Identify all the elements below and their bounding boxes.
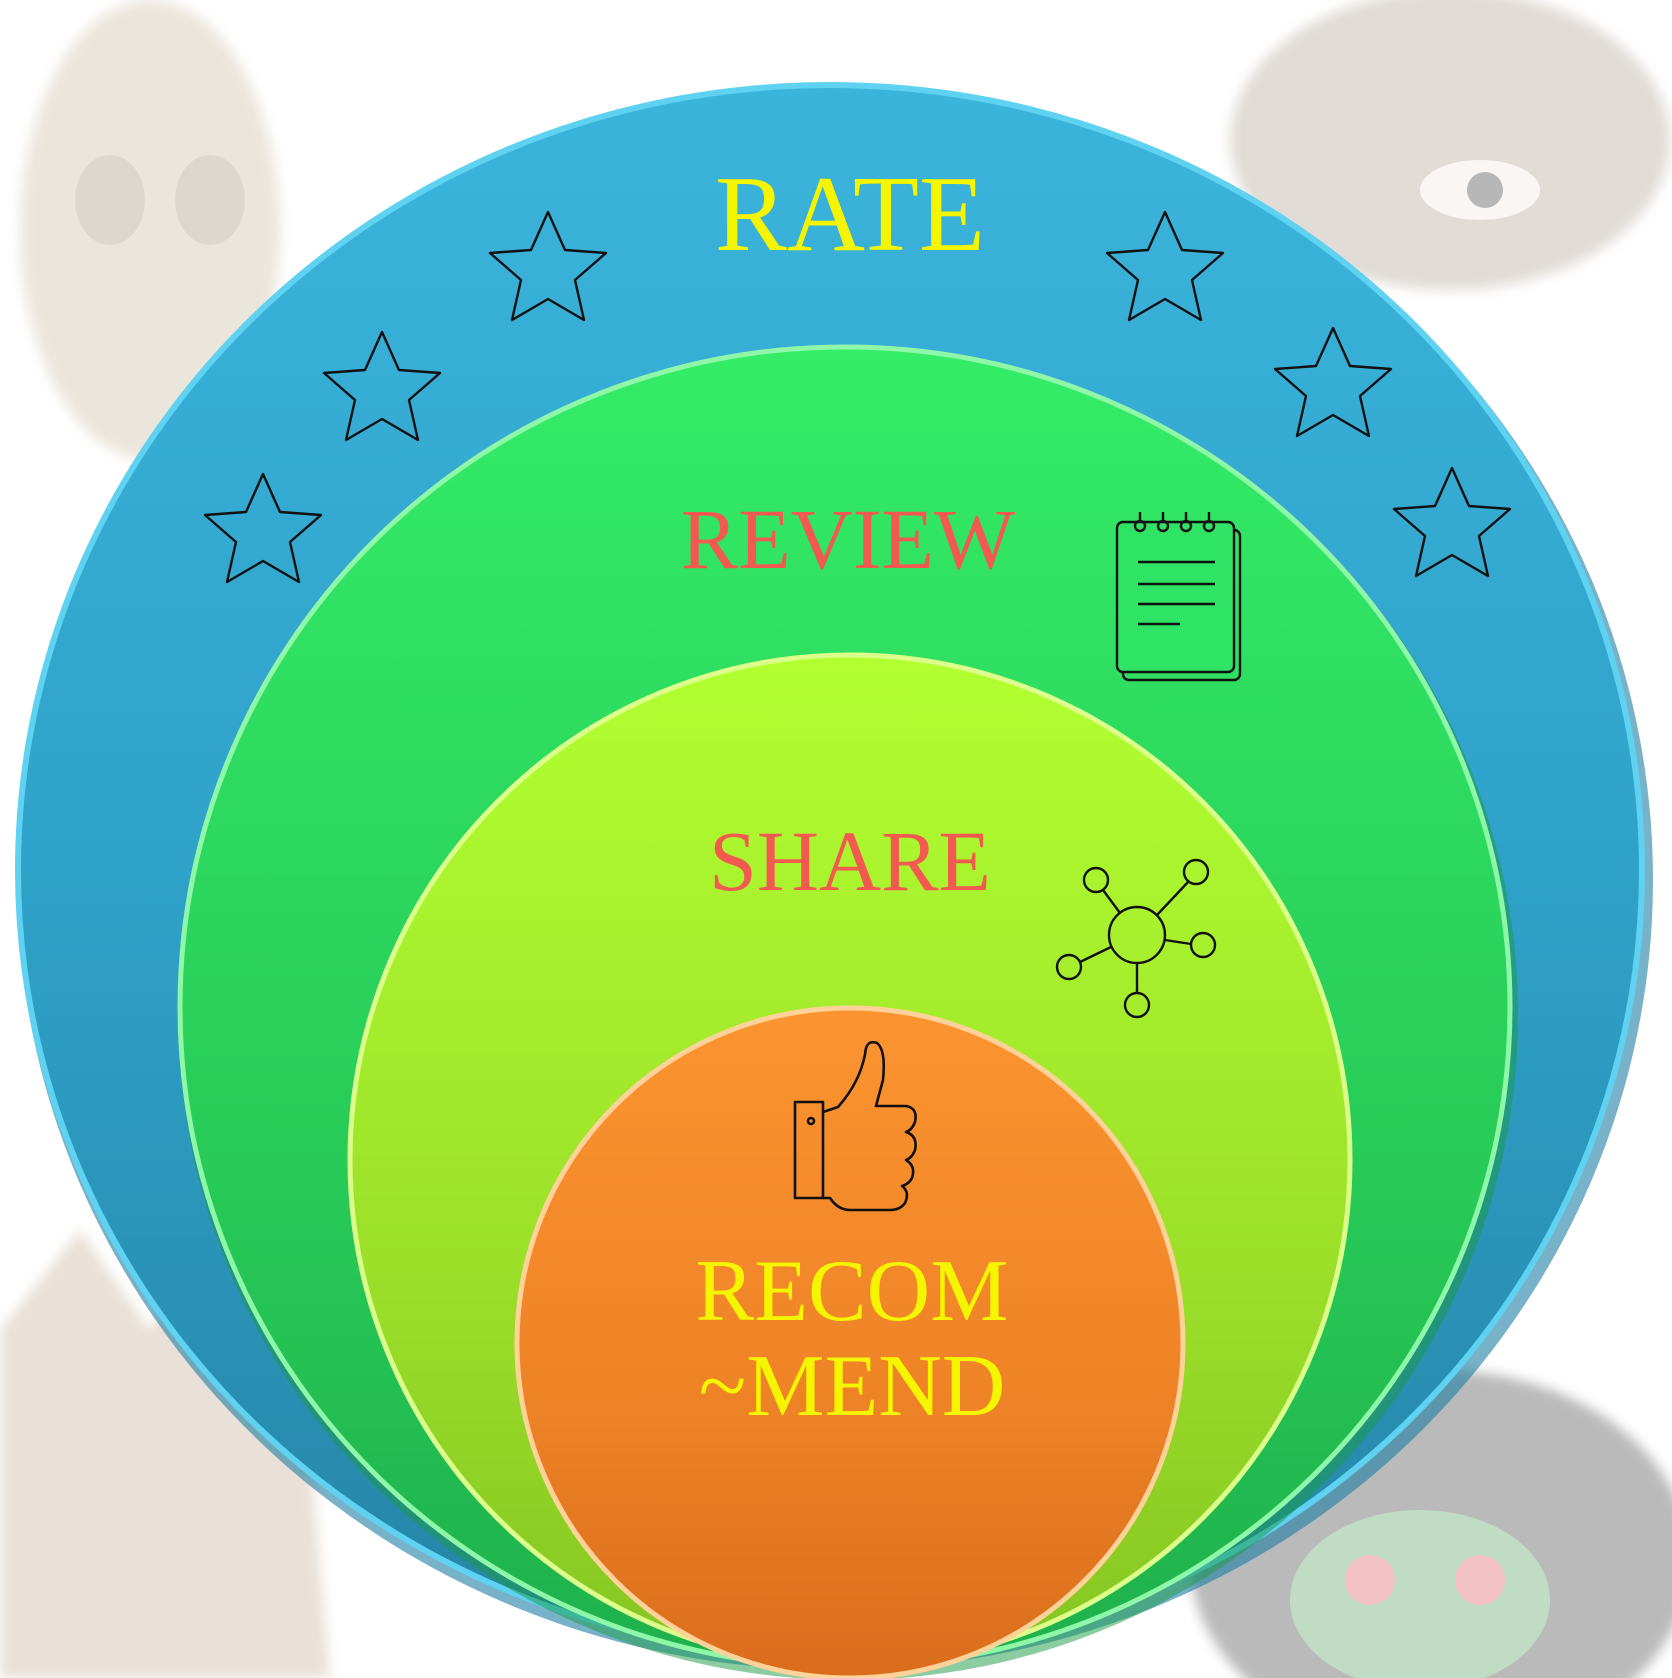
mask-top-left	[20, 0, 280, 460]
thumbs-up-icon	[793, 1040, 917, 1212]
recommend-circle	[514, 1005, 1186, 1678]
notepad-icon	[1115, 512, 1242, 682]
network-share-icon	[1055, 858, 1217, 1019]
rate-label: RATE	[715, 155, 985, 274]
recommend-label-line2: ~MEND	[699, 1338, 1006, 1435]
mask-top-right	[1230, 0, 1670, 290]
share-label: SHARE	[709, 813, 991, 909]
recommend-layer	[514, 1005, 1186, 1678]
review-label: REVIEW	[681, 491, 1015, 587]
recommend-label-line1: RECOM	[696, 1243, 1009, 1340]
